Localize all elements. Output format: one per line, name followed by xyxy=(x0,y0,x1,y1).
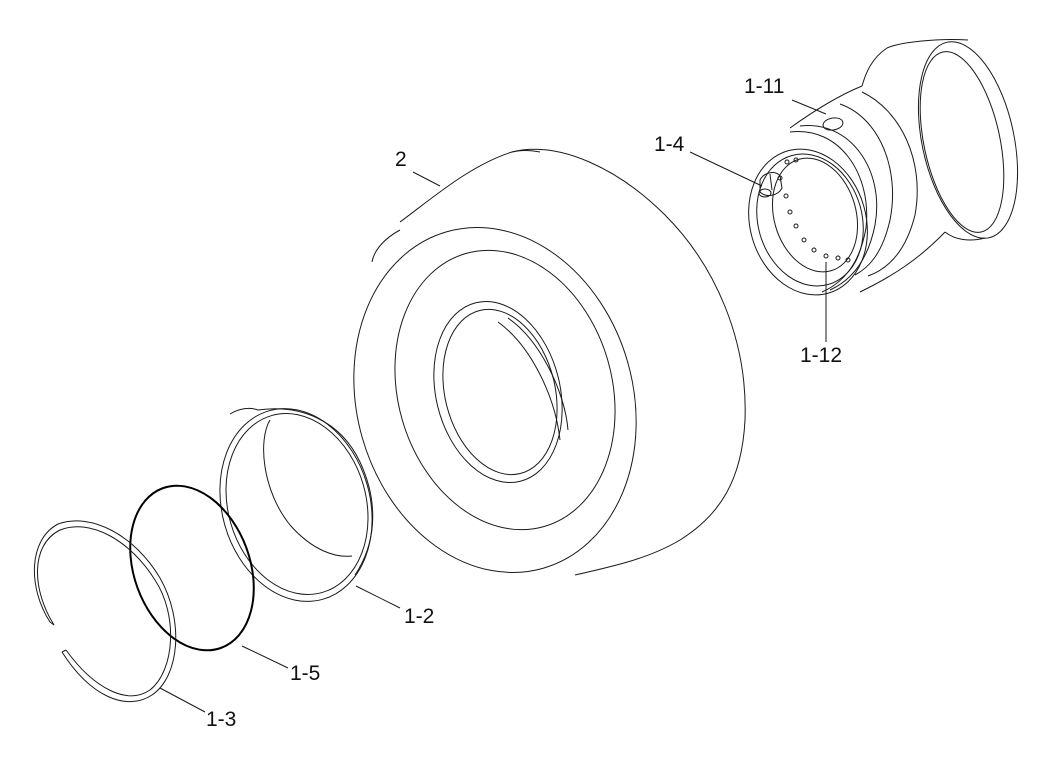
tire-edge-left-top xyxy=(371,229,401,263)
leader-pin xyxy=(689,151,763,187)
tire-bore-depth-1 xyxy=(497,321,561,441)
sleeve-part xyxy=(219,407,374,602)
leader-sleeve xyxy=(355,585,401,609)
hub-body-bottom xyxy=(859,231,946,293)
hub-top-hole xyxy=(822,117,844,131)
tire-top-highlight xyxy=(511,150,541,153)
pin-part xyxy=(758,172,783,198)
hub-flange-outer xyxy=(917,41,1019,239)
hub-front-ring-mid xyxy=(756,153,864,287)
hub-flange-top-edge xyxy=(886,38,969,49)
hub-front-ring-outer xyxy=(748,148,868,296)
tire-back-edge xyxy=(399,148,746,576)
tire-face-inner-ring xyxy=(394,249,616,531)
snap-ring-gap-2 xyxy=(61,649,67,653)
o-ring-outline xyxy=(129,484,255,652)
hub-flange-cone-top xyxy=(861,47,888,87)
sleeve-front-outer xyxy=(219,408,373,602)
callout-snap-ring: 1-3 xyxy=(206,708,236,731)
tire-bore-depth-2 xyxy=(507,317,569,431)
hub-groove-4 xyxy=(789,131,868,293)
leader-hub-top xyxy=(791,99,827,115)
sleeve-back-edge xyxy=(257,408,374,576)
sleeve-inner-depth xyxy=(263,419,353,557)
o-ring-part xyxy=(129,484,255,652)
callout-pin: 1-4 xyxy=(654,133,685,156)
leader-snap-ring xyxy=(159,687,206,713)
snap-ring-gap-1 xyxy=(49,621,55,626)
hub-assembly xyxy=(748,38,1019,296)
hub-flange-cone-bottom xyxy=(944,231,986,241)
tire-bore-inner xyxy=(442,308,558,476)
snap-ring-part xyxy=(34,520,177,703)
leader-o-ring xyxy=(241,645,289,669)
tire-bore-outer xyxy=(433,300,563,484)
snap-ring-outer xyxy=(37,526,171,697)
snap-ring-inner xyxy=(34,520,177,703)
callout-tire: 2 xyxy=(395,148,407,171)
tire-face-outer xyxy=(353,227,637,573)
leader-tire xyxy=(412,171,441,187)
hub-groove-2 xyxy=(839,103,894,276)
callout-sleeve: 1-2 xyxy=(404,605,434,628)
tire-part xyxy=(353,148,746,576)
hub-bolt-holes xyxy=(777,157,851,263)
hub-body-top xyxy=(789,85,863,129)
callout-hub-bolts: 1-12 xyxy=(800,344,842,367)
hub-groove-1 xyxy=(861,91,918,277)
leader-lines xyxy=(159,99,827,713)
callout-o-ring: 1-5 xyxy=(290,662,320,685)
sleeve-front-inner xyxy=(225,413,369,595)
sleeve-top-join xyxy=(229,407,259,415)
hub-groove-3 xyxy=(799,125,878,291)
callout-hub-top: 1-11 xyxy=(744,75,784,98)
hub-front-ring-inner xyxy=(771,157,859,273)
hub-flange-inner xyxy=(919,51,1005,233)
